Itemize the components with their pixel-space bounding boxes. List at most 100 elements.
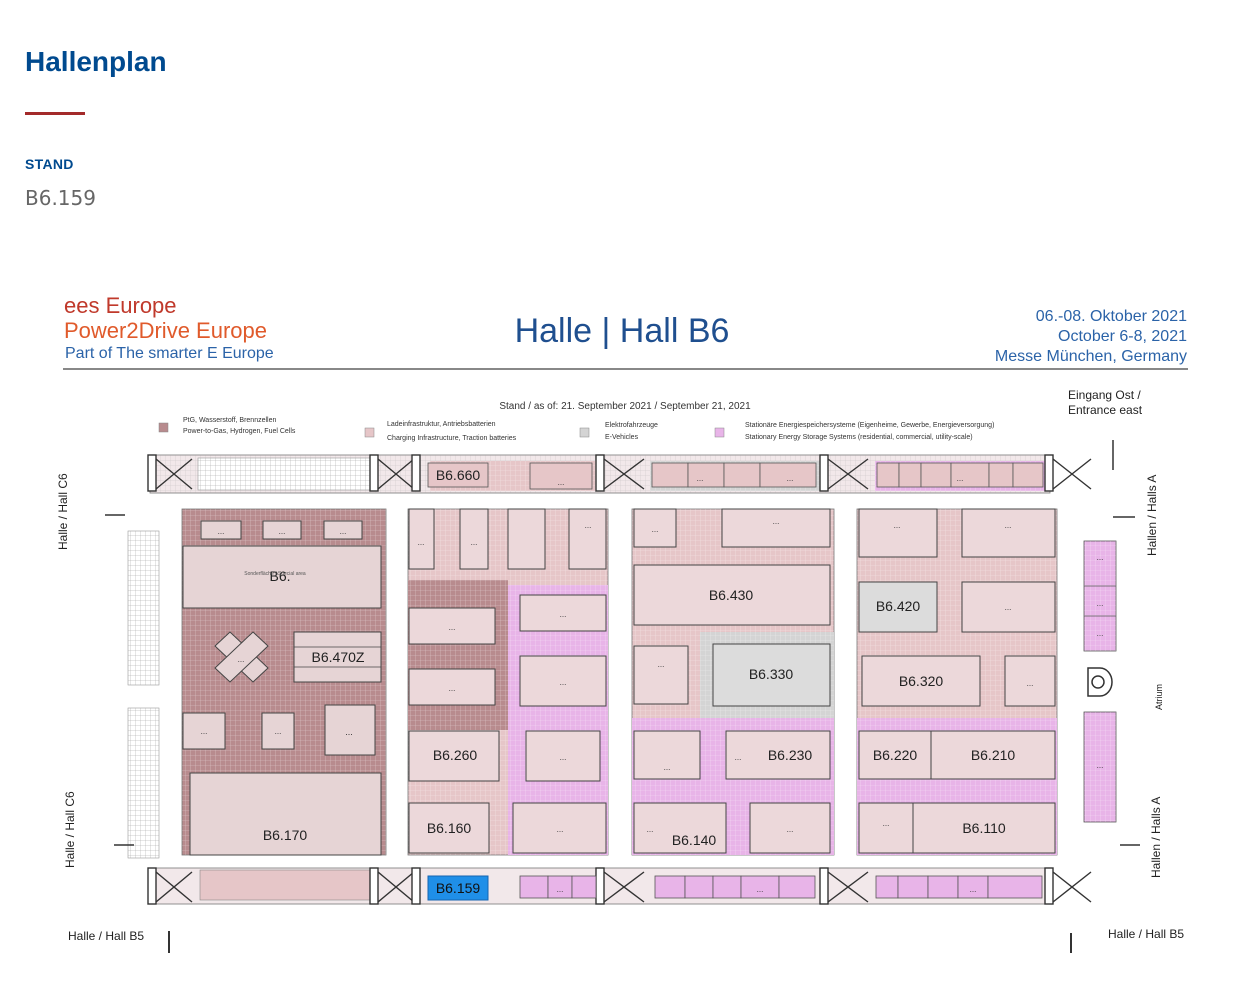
booths-ptg-row3[interactable] [182,704,376,756]
legend-evehicles-de: Elektrofahrzeuge [605,422,658,429]
door-symbols-top [147,454,1092,492]
booths-block-2[interactable] [408,508,607,854]
booth-b6159-highlighted[interactable] [427,875,489,901]
booth-b6330[interactable] [712,643,831,707]
label-hall-c6-top: Halle / Hall C6 [56,473,70,550]
legend-charging-de: Ladeinfrastruktur, Antriebsbatterien [387,421,496,428]
booth-label-small: ... [787,825,794,834]
hall-title: Halle | Hall B6 [515,312,730,350]
legend-ptg-en: Power-to-Gas, Hydrogen, Fuel Cells [183,428,296,435]
booth-b6170-label: B6.170 [263,827,308,843]
booth-b6660-label: B6.660 [436,467,481,483]
booth-b6160-label: B6.160 [427,820,472,836]
booth-label-small: ... [1097,553,1104,562]
booth-b6660[interactable] [427,462,489,488]
legend-ptg-de: PtG, Wasserstoff, Brennzellen [183,417,276,424]
label-hall-c6-bottom: Halle / Hall C6 [63,791,77,868]
booth-b6420[interactable] [858,581,938,633]
small-booth-labels: ... ... ... ... ... ... ... ... ... ... … [201,474,1034,894]
booth-label-small: ... [787,474,794,483]
booth-b6470z[interactable] [293,631,382,683]
side-panel-left-top-grid [128,531,159,685]
booth-label-small: ... [1097,629,1104,638]
side-panel-left-bottom-grid [128,708,159,858]
label-atrium: Atrium [1154,684,1164,710]
booth-label-small: ... [585,521,592,530]
booth-label-small: ... [757,885,764,894]
booth-label-small: ... [218,527,225,536]
venue: Messe München, Germany [995,348,1187,365]
booth-b6140-label: B6.140 [672,832,717,848]
legend: PtG, Wasserstoff, Brennzellen Power-to-G… [158,417,994,442]
brand-ees: ees Europe [64,293,177,318]
booth-label-small: ... [970,885,977,894]
legend-storage-en: Stationary Energy Storage Systems (resid… [745,434,973,441]
booth-label-small: ... [418,538,425,547]
booth-right-column-bottom-grid [1084,712,1116,822]
booth-b6210-label: B6.210 [971,747,1016,763]
legend-swatch-evehicles [579,427,590,438]
dates-en: October 6-8, 2021 [1058,328,1187,345]
legend-charging-en: Charging Infrastructure, Traction batter… [387,435,517,442]
booth-b6260-label: B6.260 [433,747,478,763]
hall-map[interactable]: ees Europe Power2Drive Europe Part of Th… [0,280,1239,970]
legend-evehicles-en: E-Vehicles [605,434,639,441]
booth-label-small: ... [345,727,353,737]
atrium-door-icon [1087,667,1113,697]
booth-label-small: ... [279,527,286,536]
label-halls-a-top: Hallen / Halls A [1145,475,1159,556]
booths-top-corridor[interactable] [529,462,1044,490]
booth-b6470z-label: B6.470Z [312,649,365,665]
booth-b6430-label: B6.430 [709,587,754,603]
booth-label-small: ... [697,474,704,483]
corridor-top-open-area-grid [198,458,370,490]
booth-label-small: ... [1005,603,1012,612]
booth-label-small: ... [1097,761,1104,770]
booth-label-small: ... [773,517,780,526]
booth-b6330-label: B6.330 [749,666,794,682]
booth-label-small: ... [560,753,567,762]
entrance-east-en: Entrance east [1068,403,1143,417]
label-halls-a-bottom: Hallen / Halls A [1149,797,1163,878]
legend-storage-de: Stationäre Energiespeichersysteme (Eigen… [745,422,994,429]
booth-label-small: ... [894,521,901,530]
booth-b6230-label: B6.230 [768,747,813,763]
booth-label-small: ... [658,660,665,669]
booth-label-small: ... [560,610,567,619]
booth-label-small: ... [735,753,742,762]
door-symbols-bottom [147,867,1092,905]
booth-b6420-label: B6.420 [876,598,921,614]
booth-label-small: ... [1027,679,1034,688]
label-hall-b5-left: Halle / Hall B5 [68,929,144,943]
label-hall-b5-right: Halle / Hall B5 [1108,927,1184,941]
booths-block-3[interactable] [633,508,831,854]
entrance-east-de: Eingang Ost / [1068,388,1141,402]
stand-date: Stand / as of: 21. September 2021 / Sept… [499,401,751,412]
booths-block-4[interactable] [858,508,1056,854]
booth-label-small: ... [883,819,890,828]
legend-swatch-ptg [158,422,169,433]
booth-b6-special[interactable] [182,545,382,609]
booth-label-small: ... [560,678,567,687]
brand-smarter-e: Part of The smarter E Europe [65,345,274,362]
booth-label-small: ... [238,655,245,664]
booths-bottom-corridor[interactable] [519,875,1043,899]
legend-swatch-charging [364,427,375,438]
booth-b6-special-label: B6. [269,568,290,584]
booth-label-small: ... [449,623,456,632]
corridor-bottom-area [199,869,371,901]
booth-b6170[interactable] [189,772,382,856]
booth-label-small: ... [647,825,654,834]
booth-ptg-cross[interactable] [214,631,269,683]
brand-power2drive: Power2Drive Europe [64,318,267,343]
dates-de: 06.-08. Oktober 2021 [1036,308,1187,325]
booth-label-small: ... [449,684,456,693]
booth-label-small: ... [275,727,282,736]
atrium-door-knob-icon [1091,675,1105,689]
booth-label-small: ... [557,825,564,834]
stand-label: STAND [25,156,74,172]
booth-b6320-label: B6.320 [899,673,944,689]
booth-label-small: ... [652,525,659,534]
title-underline [25,112,85,115]
booths-ptg-row1[interactable] [200,520,363,540]
